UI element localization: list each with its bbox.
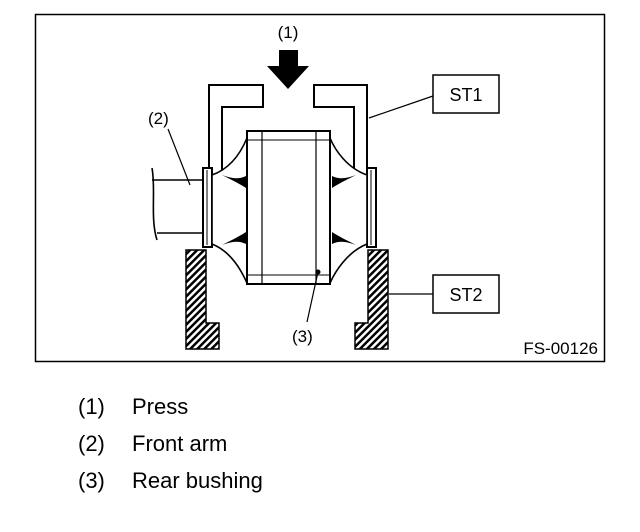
legend-item-number: (2)	[78, 430, 105, 456]
front-arm	[151, 167, 205, 241]
st2-tool	[185, 249, 389, 350]
diagram-figure: (1) (2) (3)	[34, 13, 606, 363]
rear-bushing	[246, 130, 331, 285]
legend-item: (3) Rear bushing	[78, 462, 263, 499]
front-arm-callout: (2)	[148, 109, 169, 128]
legend-item: (1) Press	[78, 388, 263, 425]
st1-leader	[368, 95, 434, 119]
front-arm-leader	[167, 128, 191, 186]
legend: (1) Press (2) Front arm (3) Rear bushing	[78, 388, 263, 499]
st2-label: ST2	[449, 285, 482, 305]
legend-item-label: Front arm	[132, 430, 228, 456]
st1-label-box	[432, 74, 500, 114]
legend-item-number: (1)	[78, 393, 105, 419]
legend-item-number: (3)	[78, 467, 105, 493]
st1-label: ST1	[449, 85, 482, 105]
rear-bushing-leader	[306, 271, 319, 323]
legend-item-label: Rear bushing	[132, 467, 263, 493]
press-callout: (1)	[278, 23, 299, 42]
press-arrow-icon	[267, 50, 309, 89]
st1-tool	[208, 84, 368, 170]
rear-bushing-callout: (3)	[292, 327, 313, 346]
legend-item-label: Press	[132, 393, 189, 419]
figure-code: FS-00126	[523, 339, 598, 358]
legend-item: (2) Front arm	[78, 425, 263, 462]
